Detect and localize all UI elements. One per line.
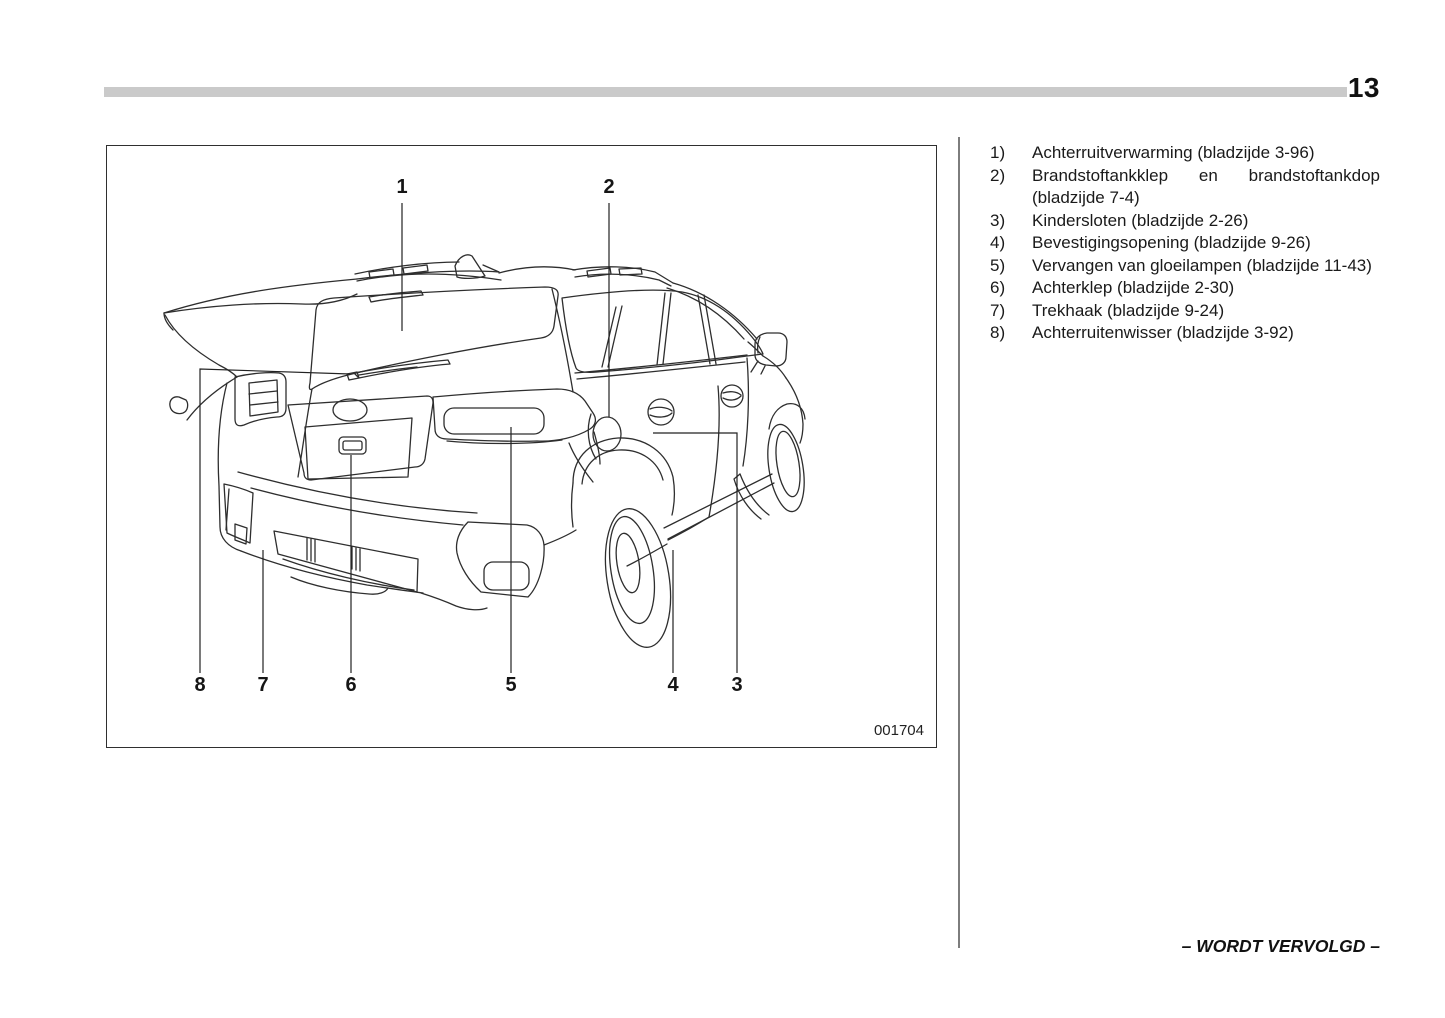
figure-box: 1 2 3 4 5 6 7 8 001704 [106, 145, 937, 748]
brand-logo [332, 398, 368, 422]
figure-code: 001704 [873, 722, 924, 739]
legend-item-text: Achterruitverwarming (bladzijde 3-96) [1032, 143, 1315, 162]
legend-item: 6) Achterklep (bladzijde 2-30) [990, 277, 1380, 300]
side-windows [561, 289, 764, 374]
front-wheel [733, 341, 806, 520]
rear-wheel [570, 437, 676, 648]
column-divider [958, 137, 960, 948]
page-number: 13 [1347, 72, 1380, 103]
legend-item-text: Brandstoftankklep en brandstoftankdop (b… [1032, 165, 1380, 208]
callout-lines [199, 203, 738, 673]
continued-note: – WORDT VERVOLGD – [1181, 936, 1380, 956]
callout-3: 3 [731, 674, 743, 696]
rear-window [308, 286, 559, 391]
legend-item-text: Kindersloten (bladzijde 2-26) [1032, 210, 1249, 230]
door-handles [647, 384, 744, 426]
legend-item-number: 7) [990, 300, 1006, 320]
doors [568, 354, 750, 541]
legend-list: 1) Achterruitverwarming (bladzijde 3-96)… [990, 142, 1380, 345]
legend-item-text: Vervangen van gloeilampen (bladzijde 11-… [1032, 255, 1372, 275]
legend-item-text: Achterklep (bladzijde 2-30) [1032, 278, 1235, 297]
legend-item: 8) Achterruitenwisser (bladzijde 3-92) [990, 322, 1380, 345]
legend-item-text: Bevestigingsopening (bladzijde 9-26) [1032, 233, 1311, 252]
legend-item: 7) Trekhaak (bladzijde 9-24) [990, 300, 1380, 323]
callout-2: 2 [603, 176, 615, 198]
legend-item-text: Trekhaak (bladzijde 9-24) [1032, 300, 1225, 320]
callout-6: 6 [345, 674, 357, 696]
legend-item-number: 3) [990, 210, 1006, 230]
rear-wiper [346, 359, 451, 381]
legend-item-number: 4) [990, 233, 1006, 252]
callout-7: 7 [257, 674, 269, 696]
callout-line-8 [199, 368, 351, 673]
tail-light-right [432, 388, 597, 445]
tailgate [287, 288, 574, 481]
shark-fin-antenna [454, 254, 486, 280]
legend-item-number: 8) [990, 323, 1006, 342]
fuel-door [587, 413, 622, 460]
legend-item: 1) Achterruitverwarming (bladzijde 3-96) [990, 142, 1380, 165]
legend-item: 2) Brandstoftankklep en brandstoftankdop… [990, 165, 1380, 210]
side-mirror [750, 332, 788, 375]
legend-item-number: 2) [990, 165, 1006, 185]
callout-1: 1 [396, 176, 408, 198]
callout-8: 8 [194, 674, 206, 696]
callout-line-3 [653, 432, 738, 673]
roof-spoiler [163, 270, 500, 331]
legend-item-number: 6) [990, 278, 1006, 297]
side-sill [626, 473, 775, 567]
callout-4: 4 [667, 674, 679, 696]
header-rule [104, 87, 1347, 97]
legend-item-number: 5) [990, 255, 1006, 275]
legend-item-number: 1) [990, 143, 1006, 162]
left-quarter [164, 314, 424, 594]
legend-item: 3) Kindersloten (bladzijde 2-26) [990, 210, 1380, 233]
legend-item-text: Achterruitenwisser (bladzijde 3-92) [1032, 323, 1294, 342]
bumper [223, 471, 577, 611]
car-line-drawing [163, 203, 806, 673]
legend-item: 5) Vervangen van gloeilampen (bladzijde … [990, 255, 1380, 278]
callout-5: 5 [505, 674, 517, 696]
tail-light-left [234, 371, 287, 427]
legend-item: 4) Bevestigingsopening (bladzijde 9-26) [990, 232, 1380, 255]
roof-rails [354, 254, 674, 287]
tailgate-handle [338, 436, 367, 455]
